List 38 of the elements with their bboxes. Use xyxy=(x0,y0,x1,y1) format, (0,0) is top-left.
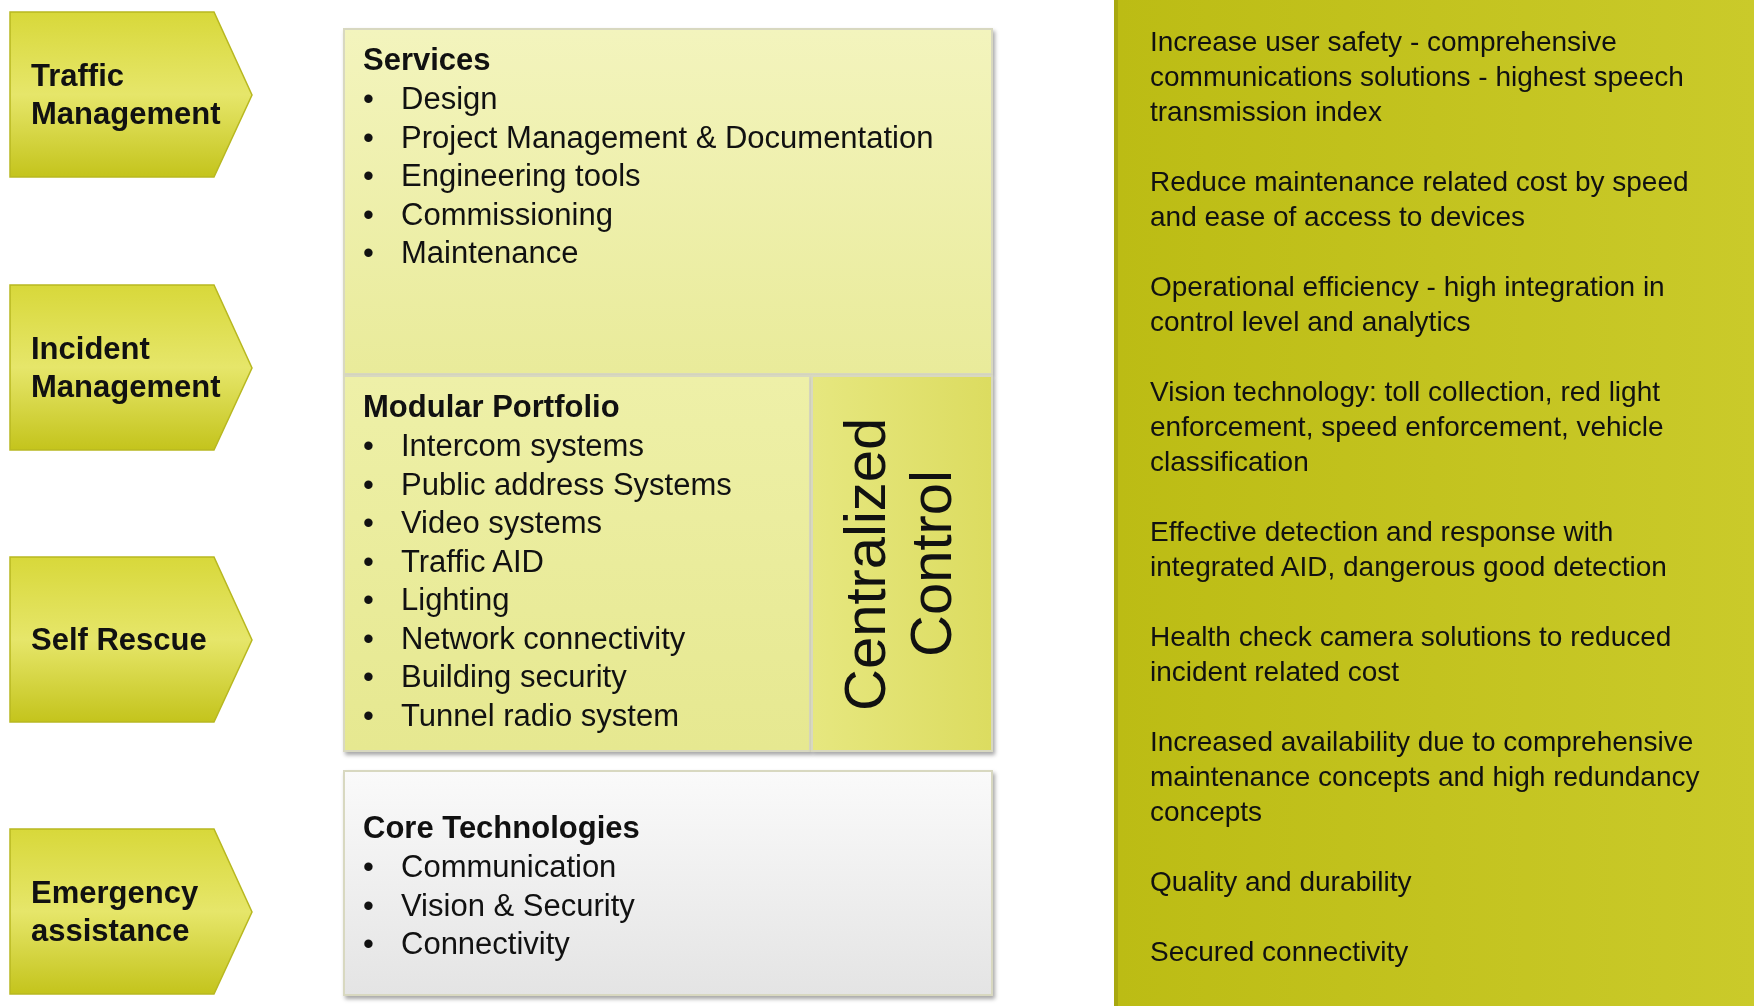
benefit-text: Effective detection and response with integrated AID, dangerous good detection xyxy=(1150,515,1668,584)
bullet-item: • Maintenance xyxy=(363,234,579,272)
benefit-text: Reduce maintenance related cost by speed and ease of access to devices xyxy=(1150,165,1690,234)
bullet-item: • Traffic AID xyxy=(363,542,544,581)
bullet-item: • Building security xyxy=(363,658,627,696)
panel-box xyxy=(811,375,993,752)
bullet-item: • Connectivity xyxy=(363,925,570,963)
section-heading: Modular Portfolio xyxy=(363,389,620,425)
panel-box xyxy=(343,375,811,752)
section-heading: Core Technologies xyxy=(363,810,640,846)
benefit-text: Vision technology: toll collection, red light enforcement, speed enforcement, vehicle classification xyxy=(1150,375,1665,479)
benefits-panel xyxy=(1114,0,1754,1006)
panel-box xyxy=(343,28,993,375)
bullet-item: • Project Management & Documentation xyxy=(363,118,934,157)
benefit-text: Increase user safety - comprehensive communications solutions - highest speech transmission index xyxy=(1150,25,1685,129)
chevron-label: Traffic Management xyxy=(31,57,222,133)
bullet-item: • Public address Systems xyxy=(363,465,732,504)
bullet-item: • Lighting xyxy=(363,581,510,619)
benefit-text: Operational efficiency - high integration in control level and analytics xyxy=(1150,270,1666,339)
chevron-label: Emergency assistance xyxy=(31,874,200,950)
chevron-label: Incident Management xyxy=(31,330,222,406)
benefit-text: Secured connectivity xyxy=(1150,935,1410,969)
benefit-text: Health check camera solutions to reduced incident related cost xyxy=(1150,620,1673,689)
bullet-item: • Video systems xyxy=(363,504,602,542)
bullet-item: • Network connectivity xyxy=(363,619,686,658)
benefit-text: Quality and durability xyxy=(1150,865,1413,899)
bullet-item: • Communication xyxy=(363,848,617,886)
bullet-item: • Intercom systems xyxy=(363,427,644,465)
bullet-item: • Design xyxy=(363,80,498,118)
vertical-label: Centralized Control xyxy=(832,415,964,713)
bullet-item: • Commissioning xyxy=(363,195,613,234)
panel-box xyxy=(343,770,993,996)
benefit-text: Increased availability due to comprehensive maintenance concepts and high redundancy concepts xyxy=(1150,725,1701,829)
bullet-item: • Engineering tools xyxy=(363,157,641,195)
bullet-item: • Vision & Security xyxy=(363,886,635,925)
chevron-label: Self Rescue xyxy=(31,621,208,659)
bullet-item: • Tunnel radio system xyxy=(363,696,679,735)
section-heading: Services xyxy=(363,42,491,78)
